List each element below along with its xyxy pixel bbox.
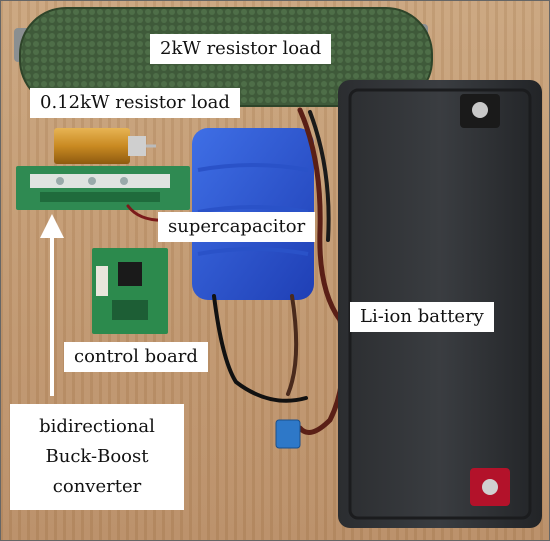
arrow-up-icon	[40, 214, 64, 396]
label-converter-line-1: bidirectional	[39, 416, 155, 437]
label-li-ion-battery: Li-ion battery	[350, 302, 494, 332]
control-board-pcb	[92, 248, 168, 334]
label-converter: bidirectional Buck-Boost converter	[10, 404, 184, 510]
cables	[126, 107, 346, 449]
resistor-012kw	[54, 128, 156, 164]
label-012kw-resistor: 0.12kW resistor load	[30, 88, 240, 118]
label-control-board: control board	[64, 342, 208, 372]
label-converter-line-2: Buck-Boost	[45, 446, 149, 467]
converter-board	[16, 166, 190, 210]
label-converter-line-3: converter	[52, 476, 142, 497]
label-supercapacitor: supercapacitor	[158, 212, 316, 242]
label-2kw-resistor: 2kW resistor load	[150, 34, 332, 64]
